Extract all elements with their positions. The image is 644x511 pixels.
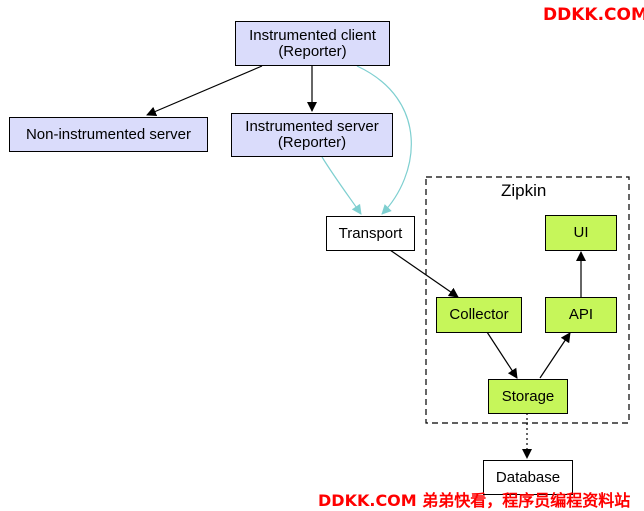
- edge-collector-to-storage: [486, 331, 518, 379]
- node-collector: Collector: [436, 297, 522, 333]
- edge-instrumented-server-to-transport: [321, 156, 362, 215]
- node-instrumented-client: Instrumented client (Reporter): [235, 21, 390, 66]
- node-storage: Storage: [488, 379, 568, 414]
- watermark-top: DDKK.COM: [543, 5, 644, 25]
- node-database: Database: [483, 460, 573, 495]
- node-non-instrumented-server: Non-instrumented server: [9, 117, 208, 152]
- node-transport: Transport: [326, 216, 415, 251]
- node-ui: UI: [545, 215, 617, 251]
- edge-transport-to-collector: [389, 249, 459, 298]
- node-instrumented-server: Instrumented server (Reporter): [231, 113, 393, 157]
- watermark-bottom: DDKK.COM 弟弟快看，程序员编程资料站: [318, 491, 631, 510]
- edge-storage-to-api: [539, 332, 571, 379]
- edge-client-to-noninstrumented: [146, 65, 263, 117]
- node-api: API: [545, 297, 617, 333]
- edge-client-to-transport: [356, 65, 412, 215]
- zipkin-cluster-label: Zipkin: [501, 181, 547, 200]
